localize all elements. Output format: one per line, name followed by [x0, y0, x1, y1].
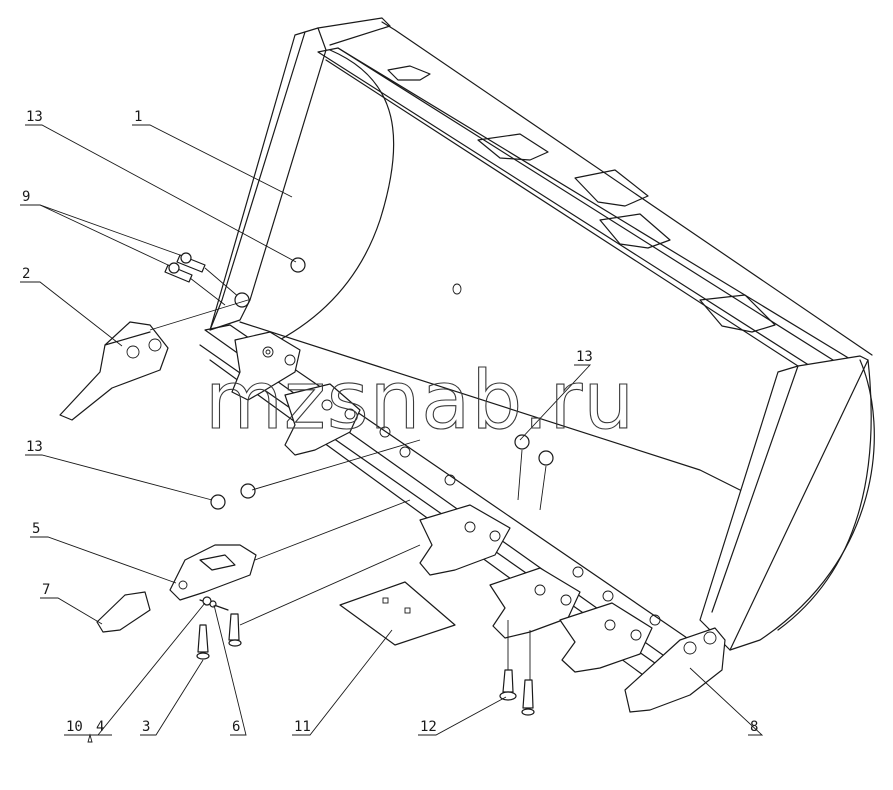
label-2: 2 — [22, 266, 30, 282]
label-5: 5 — [32, 521, 40, 537]
label-11: 11 — [294, 719, 311, 735]
label-12: 12 — [420, 719, 437, 735]
part-labels: 1 13 9 2 13 5 7 10 4 3 6 11 12 8 13 — [22, 109, 758, 735]
label-4: 4 — [96, 719, 104, 735]
label-3: 3 — [142, 719, 150, 735]
part-2-side-adapter — [59, 321, 169, 421]
label-13-left: 13 — [26, 439, 43, 455]
label-13-top: 13 — [26, 109, 43, 125]
label-1: 1 — [134, 109, 142, 125]
pins-and-bolts — [149, 252, 554, 716]
label-6: 6 — [232, 719, 240, 735]
label-10: 10 — [66, 719, 83, 735]
part-7-tooth-tip — [96, 591, 151, 633]
label-8: 8 — [750, 719, 758, 735]
label-13-right: 13 — [576, 349, 593, 365]
part-5-adapter — [169, 544, 257, 601]
watermark-text: mzsnab.ru — [205, 354, 635, 447]
leader-lines — [20, 124, 764, 743]
part-11-wear-plate — [339, 581, 456, 646]
label-9: 9 — [22, 189, 30, 205]
tooth-adapters-row — [231, 331, 726, 713]
label-7: 7 — [42, 582, 50, 598]
